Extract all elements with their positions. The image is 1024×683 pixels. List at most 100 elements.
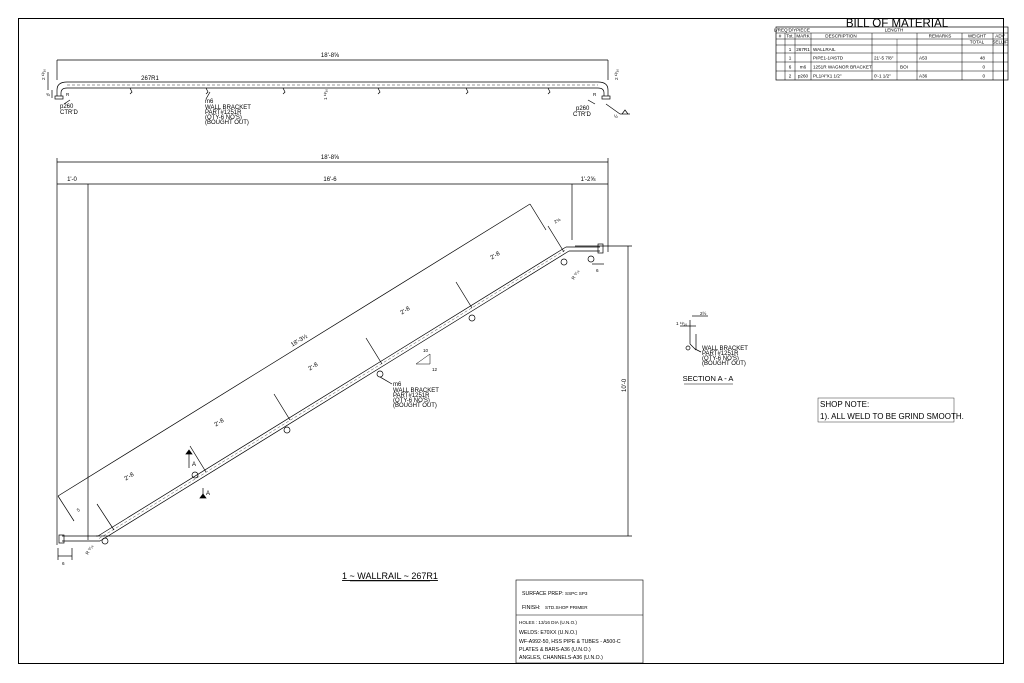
elev-right-dim: 1'-2⅝ [581, 177, 597, 183]
surface-prep-label: SURFACE PREP: [522, 591, 564, 597]
bom-row-weight: 48 [980, 56, 986, 61]
elev-mid-dim: 16'-6 [323, 177, 337, 183]
elevation-labels: 18'-8⅝ 1'-0 16'-6 1'-2⅝ 18'-3½ 2'-8 2'-8… [62, 155, 628, 582]
elev-height-dim: 10'-0 [622, 378, 628, 392]
top-bracket-qty: (QTY-6 NO'S) [205, 115, 242, 121]
elev-r-right: R ⁵⁄₁₆ [571, 269, 581, 281]
bom-row-grade: A36 [919, 74, 928, 79]
elev-segment: 2'-8 [490, 251, 502, 262]
bill-of-material: BILL OF MATERIAL L/REQ'D/Y PIECE LENGTH … [774, 18, 1009, 81]
note-plates: PLATES & BARS-A36 (U.N.O.) [519, 647, 591, 653]
bom-row-desc: PL1/4"X1 1/2" [813, 74, 842, 79]
bom-head-weight: WEIGHT [968, 34, 987, 39]
top-bracket-name: WALL BRACKET [205, 105, 251, 111]
note-welds: WELDS: E70XX (U.N.O.) [519, 630, 578, 636]
elev-section-mark-bottom: A [206, 491, 210, 497]
bom-head-req: L/REQ'D/Y [774, 28, 796, 33]
top-right-radius: R [593, 92, 597, 97]
bom-head-remarks: REMARKS [929, 34, 952, 39]
top-side-dim: ¾ [46, 92, 50, 97]
bom-head-length: LENGTH [885, 28, 904, 33]
bom-row-desc: 1251R WAGNOR BRACKET [813, 65, 872, 70]
section-label-name: WALL BRACKET [702, 346, 748, 352]
drawing-title: 1 ~ WALLRAIL ~ 267R1 [342, 571, 438, 581]
section-title: SECTION A - A [683, 374, 734, 383]
top-overall-dim: 18'-8⅝ [321, 53, 340, 59]
top-bracket-part: PART#1251R [205, 110, 242, 116]
bom-head-tot: Tot. [786, 34, 793, 39]
elev-segment: 2'-8 [308, 362, 320, 373]
top-right-dim: 2 ¹³⁄₁₆ [614, 69, 619, 80]
bom-row-length: 0'-1 1/2" [874, 74, 891, 79]
elev-slope-run: 12 [432, 367, 438, 372]
section-label-qty: (QTY-6 NO'S) [702, 356, 739, 362]
shop-note-title: SHOP NOTE: [820, 400, 869, 409]
top-mark: 267R1 [141, 76, 159, 82]
bom-row-mark: 267R1 [796, 47, 810, 52]
bom-head-mark: MARK [796, 34, 810, 39]
note-materials: WF-A992-50, HSS PIPE & TUBES - A500-C [519, 639, 621, 645]
elev-r-left: R ⁵⁄₁₆ [85, 544, 95, 556]
section-dim-left: 1 ¹¹⁄₁₆ [676, 321, 687, 326]
elev-bracket-name: WALL BRACKET [393, 388, 439, 394]
note-holes: HOLES : 13/16 DIA (U.N.O.) [519, 620, 577, 625]
elev-left-dim: 1'-0 [67, 177, 77, 183]
bom-head-piece: PIECE [796, 28, 810, 33]
bom-head-desc: DESCRIPTION [825, 34, 856, 39]
elev-left-small: 6 [62, 561, 65, 566]
bom-row-grade: BOI [900, 65, 908, 70]
top-left-plate: p260 [60, 104, 74, 110]
bom-row-desc: WALLRAIL [813, 47, 836, 52]
bom-head-num: # [779, 34, 782, 39]
top-bracket-mark: m6 [205, 99, 214, 105]
section-label-bought: (BOUGHT OUT) [702, 361, 746, 367]
top-left-dim: 2 ¹³⁄₁₆ [41, 69, 46, 80]
shop-note: SHOP NOTE: 1). ALL WELD TO BE GRIND SMOO… [817, 397, 964, 423]
surface-prep-value: SSPC SP3 [565, 591, 588, 596]
bom-row-grade: A53 [919, 56, 928, 61]
elev-top-small-dim: 2⅝ [553, 217, 561, 225]
bom-row-mark: p260 [798, 74, 809, 79]
top-left-plate-ctr: CTR'D [60, 110, 78, 116]
top-left-radius: R [66, 92, 70, 97]
bom-head-adv: ADV [995, 34, 1005, 39]
section-labels: 2½ 1 ¹¹⁄₁₆ WALL BRACKET PART#1251R (QTY-… [676, 310, 748, 383]
top-mid-dim: 1 ¹¹⁄₁₆ [323, 89, 328, 100]
bom-head-total: TOTAL [970, 40, 985, 45]
elevation-view [56, 158, 632, 560]
bom-row-mark: m6 [800, 65, 807, 70]
note-angles: ANGLES, CHANNELS-A36 (U.N.O.) [519, 655, 603, 661]
bom-head-sellif: SELLIF [992, 40, 1008, 45]
elev-segment: 2'-8 [400, 306, 412, 317]
elev-overall-dim: 18'-8⅝ [321, 155, 340, 161]
shop-note-line: 1). ALL WELD TO BE GRIND SMOOTH. [820, 412, 964, 421]
bom-row-weight: 0 [982, 74, 985, 79]
elev-bracket-part: PART#1251R [393, 393, 430, 399]
elev-bracket-mark: m6 [393, 382, 402, 388]
sheet-border [18, 18, 1004, 664]
elev-bracket-qty: (QTY-6 NO'S) [393, 398, 430, 404]
elev-segment: 2'-8 [124, 472, 136, 483]
elev-bracket-bought: (BOUGHT OUT) [393, 403, 437, 409]
section-a-a [680, 315, 733, 385]
bom-row-weight: 0 [982, 65, 985, 70]
title-block: SURFACE PREP: SSPC SP3 FINISH: STD.SHOP … [515, 579, 644, 664]
elev-right-small: 6 [596, 268, 599, 273]
elev-section-mark-top: A [192, 462, 196, 468]
bom-row-qty: 6 [789, 65, 792, 70]
top-view-labels: 18'-8⅝ 267R1 2 ¹³⁄₁₆ 2 ¹³⁄₁₆ ¾ 1 ¹¹⁄₁₆ R… [41, 53, 619, 126]
bom-row-length: 21'-5 7/8" [874, 56, 894, 61]
bom-row-qty: 1 [789, 47, 792, 52]
bom-row-qty: 1 [789, 56, 792, 61]
top-weld-note: ½ [614, 113, 618, 119]
top-right-plate: p260 [576, 106, 590, 112]
top-bracket-bought: (BOUGHT OUT) [205, 120, 249, 126]
elev-slope-length: 18'-3½ [290, 333, 309, 349]
section-label-part: PART#1251R [702, 351, 739, 357]
finish-value: STD.SHOP PRIMER [545, 605, 588, 610]
top-view [47, 59, 630, 115]
elev-bottom-small: 5 [76, 507, 81, 513]
finish-label: FINISH: [522, 605, 540, 611]
